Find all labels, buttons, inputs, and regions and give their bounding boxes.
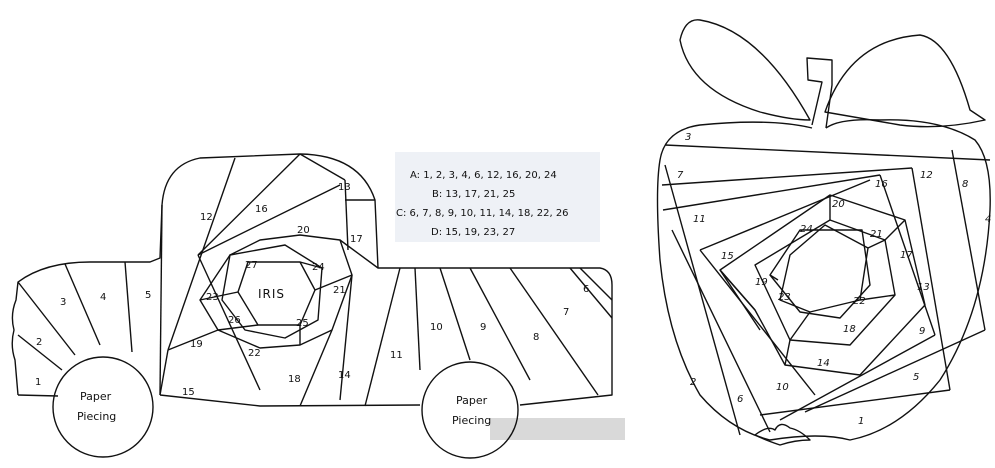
- truck-num: 2: [36, 337, 42, 348]
- truck-num: 21: [333, 285, 346, 296]
- truck-num: 8: [533, 332, 539, 343]
- apple-num: 22: [853, 296, 866, 307]
- apple-outline: [656, 118, 991, 441]
- bed-lines: [364, 267, 613, 407]
- truck-num: 4: [100, 292, 106, 303]
- apple-num: 21: [870, 229, 883, 240]
- apple-num: 15: [721, 251, 734, 262]
- truck-num: 27: [245, 260, 258, 271]
- apple-num: 7: [677, 170, 684, 181]
- truck-pattern: A: 1, 2, 3, 4, 6, 12, 16, 20, 24 B: 13, …: [11, 152, 625, 459]
- apple-bottom-tuft: [754, 423, 811, 446]
- legend-line-d: D: 15, 19, 23, 27: [431, 227, 515, 238]
- rear-wheel-label-2: Piecing: [452, 414, 491, 427]
- rear-wheel: [421, 361, 519, 459]
- apple-num: 17: [900, 250, 913, 261]
- front-wheel-label-1: Paper: [80, 390, 112, 403]
- apple-num: 2: [690, 377, 696, 388]
- truck-num: 20: [297, 225, 310, 236]
- truck-bottom-left: [17, 394, 59, 397]
- truck-num: 13: [338, 182, 351, 193]
- apple-num: 9: [919, 326, 925, 337]
- apple-num: 18: [843, 324, 856, 335]
- gray-patch: [490, 418, 625, 440]
- apple-num: 14: [817, 358, 830, 369]
- truck-num: 16: [255, 204, 268, 215]
- hood-lines: [17, 261, 133, 371]
- apple-num: 20: [832, 199, 845, 210]
- apple-spiral-lines: [661, 144, 991, 436]
- apple-num: 3: [685, 132, 691, 143]
- apple-num: 1: [858, 416, 864, 427]
- truck-num: 18: [288, 374, 301, 385]
- apple-num: 4: [985, 214, 991, 225]
- iris-label: IRIS: [258, 287, 285, 301]
- truck-num: 10: [430, 322, 443, 333]
- truck-num: 15: [182, 387, 195, 398]
- apple-num: 11: [693, 214, 706, 225]
- truck-num: 26: [228, 315, 241, 326]
- apple-num: 19: [755, 277, 768, 288]
- front-wheel: [52, 356, 154, 458]
- cab-lines: [159, 153, 379, 407]
- truck-num: 7: [563, 307, 569, 318]
- truck-num: 9: [480, 322, 486, 333]
- truck-num: 12: [200, 212, 213, 223]
- legend-line-b: B: 13, 17, 21, 25: [432, 189, 515, 200]
- rear-wheel-label-1: Paper: [456, 394, 488, 407]
- truck-num: 24: [312, 262, 325, 273]
- truck-num: 6: [583, 284, 589, 295]
- truck-numbers: 1 2 3 4 5 12 16 13 20 17 27 24 23 IRIS 2…: [35, 182, 589, 398]
- truck-outline: [11, 153, 613, 406]
- apple-numbers: 3 7 11 15 16 12 8 4 20 21 17 24 19 23 22…: [677, 132, 991, 427]
- legend-line-a: A: 1, 2, 3, 4, 6, 12, 16, 20, 24: [410, 170, 557, 181]
- apple-num: 23: [778, 292, 791, 303]
- front-wheel-label-2: Piecing: [77, 410, 116, 423]
- truck-num: 3: [60, 297, 66, 308]
- apple-num: 10: [776, 382, 789, 393]
- apple-num: 16: [875, 179, 888, 190]
- stem: [806, 57, 833, 129]
- truck-num: 23: [206, 292, 219, 303]
- right-leaf: [824, 34, 986, 128]
- legend-line-c: C: 6, 7, 8, 9, 10, 11, 14, 18, 22, 26: [396, 208, 569, 219]
- truck-num: 22: [248, 348, 261, 359]
- truck-bottom: [159, 394, 421, 407]
- apple-num: 8: [962, 179, 968, 190]
- truck-num: 5: [145, 290, 151, 301]
- truck-num: 25: [296, 318, 309, 329]
- apple-num: 6: [737, 394, 743, 405]
- left-leaf: [679, 19, 811, 121]
- apple-pattern: 3 7 11 15 16 12 8 4 20 21 17 24 19 23 22…: [656, 19, 991, 446]
- truck-num: 14: [338, 370, 351, 381]
- apple-num: 24: [800, 224, 813, 235]
- truck-num: 19: [190, 339, 203, 350]
- apple-num: 5: [913, 372, 919, 383]
- legend-background: [395, 152, 600, 242]
- truck-num: 1: [35, 377, 41, 388]
- truck-num: 11: [390, 350, 403, 361]
- truck-num: 17: [350, 234, 363, 245]
- apple-num: 12: [920, 170, 933, 181]
- apple-num: 13: [917, 282, 930, 293]
